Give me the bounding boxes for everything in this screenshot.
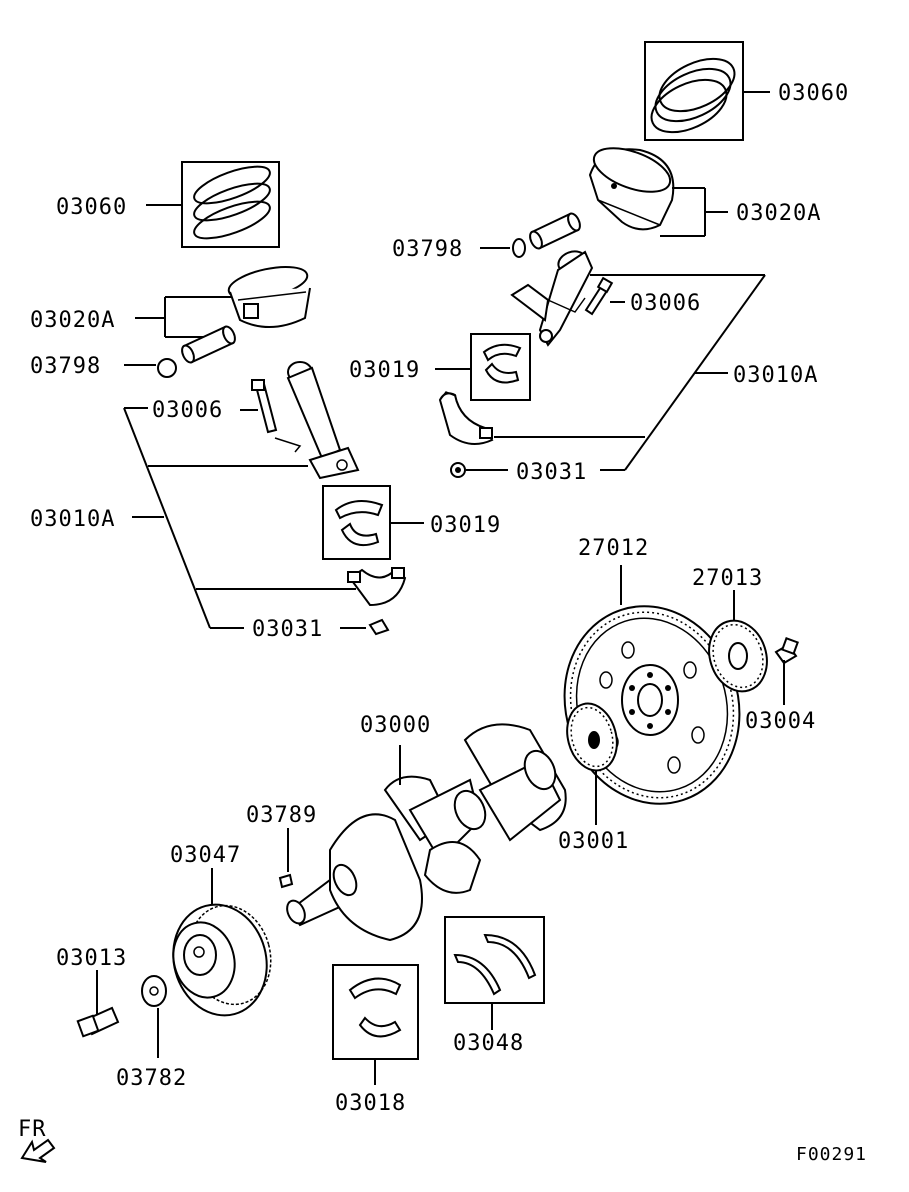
label-nut-left: 03031 [252,617,323,642]
rod-assy-bracket-top [494,274,766,471]
rod-assy-bracket-left [123,407,356,629]
connecting-rod-left [286,361,360,480]
crankshaft [286,723,567,942]
piston-rings-top [644,41,770,141]
label-bolt-left: 03006 [152,398,223,423]
label-clip-left: 03798 [30,354,101,379]
label-flywheel-bolt: 03004 [745,709,816,734]
rod-nut-left [340,618,390,636]
washer [141,975,167,1058]
rod-nut-top [450,462,508,478]
label-crankshaft: 03000 [360,713,431,738]
piston-pin-top [529,212,581,250]
label-clip-top: 03798 [392,237,463,262]
label-damper-pulley: 03047 [170,843,241,868]
label-rings-top: 03060 [778,81,849,106]
pulley-bolt [76,970,120,1038]
label-washer: 03782 [116,1066,187,1091]
woodruff-key [278,828,294,889]
connecting-rod-top [510,250,594,347]
label-main-bearing: 03018 [335,1091,406,1116]
label-pulley-bolt: 03013 [56,946,127,971]
crank-plate [566,702,618,825]
rod-bolt-top [584,276,625,316]
label-adapter-plate: 27013 [692,566,763,591]
label-nut-top: 03031 [516,460,587,485]
piston-rings-left [146,161,280,248]
figure-code: F00291 [796,1144,867,1165]
rod-bearing-left [322,485,424,560]
label-flywheel: 27012 [578,536,649,561]
piston-top [588,147,728,237]
rod-bolt-left [240,379,302,453]
label-piston-left: 03020A [30,308,115,333]
front-direction-arrow-icon [20,1138,56,1163]
flywheel [563,565,741,805]
label-bearing-top: 03019 [349,358,420,383]
piston-pin-left [181,325,236,364]
direction-label: FR [18,1117,47,1142]
adapter-plate [708,590,768,693]
rod-bearing-top [435,333,531,401]
snap-ring-left [124,358,177,378]
rod-cap-left [347,567,407,607]
flywheel-bolt [774,637,799,705]
label-piston-top: 03020A [736,201,821,226]
label-thrust-bearing: 03048 [453,1031,524,1056]
label-bolt-top: 03006 [630,291,701,316]
label-rod-assy-left: 03010A [30,507,115,532]
main-bearing [332,964,419,1085]
thrust-bearing [444,916,545,1030]
snap-ring-top [480,238,526,258]
label-crank-plate: 03001 [558,829,629,854]
label-key: 03789 [246,803,317,828]
label-bearing-left: 03019 [430,513,501,538]
label-rings-left: 03060 [56,195,127,220]
label-rod-assy-top: 03010A [733,363,818,388]
damper-pulley [172,868,272,1017]
piston-left [135,265,311,338]
rod-cap-top [438,391,494,445]
